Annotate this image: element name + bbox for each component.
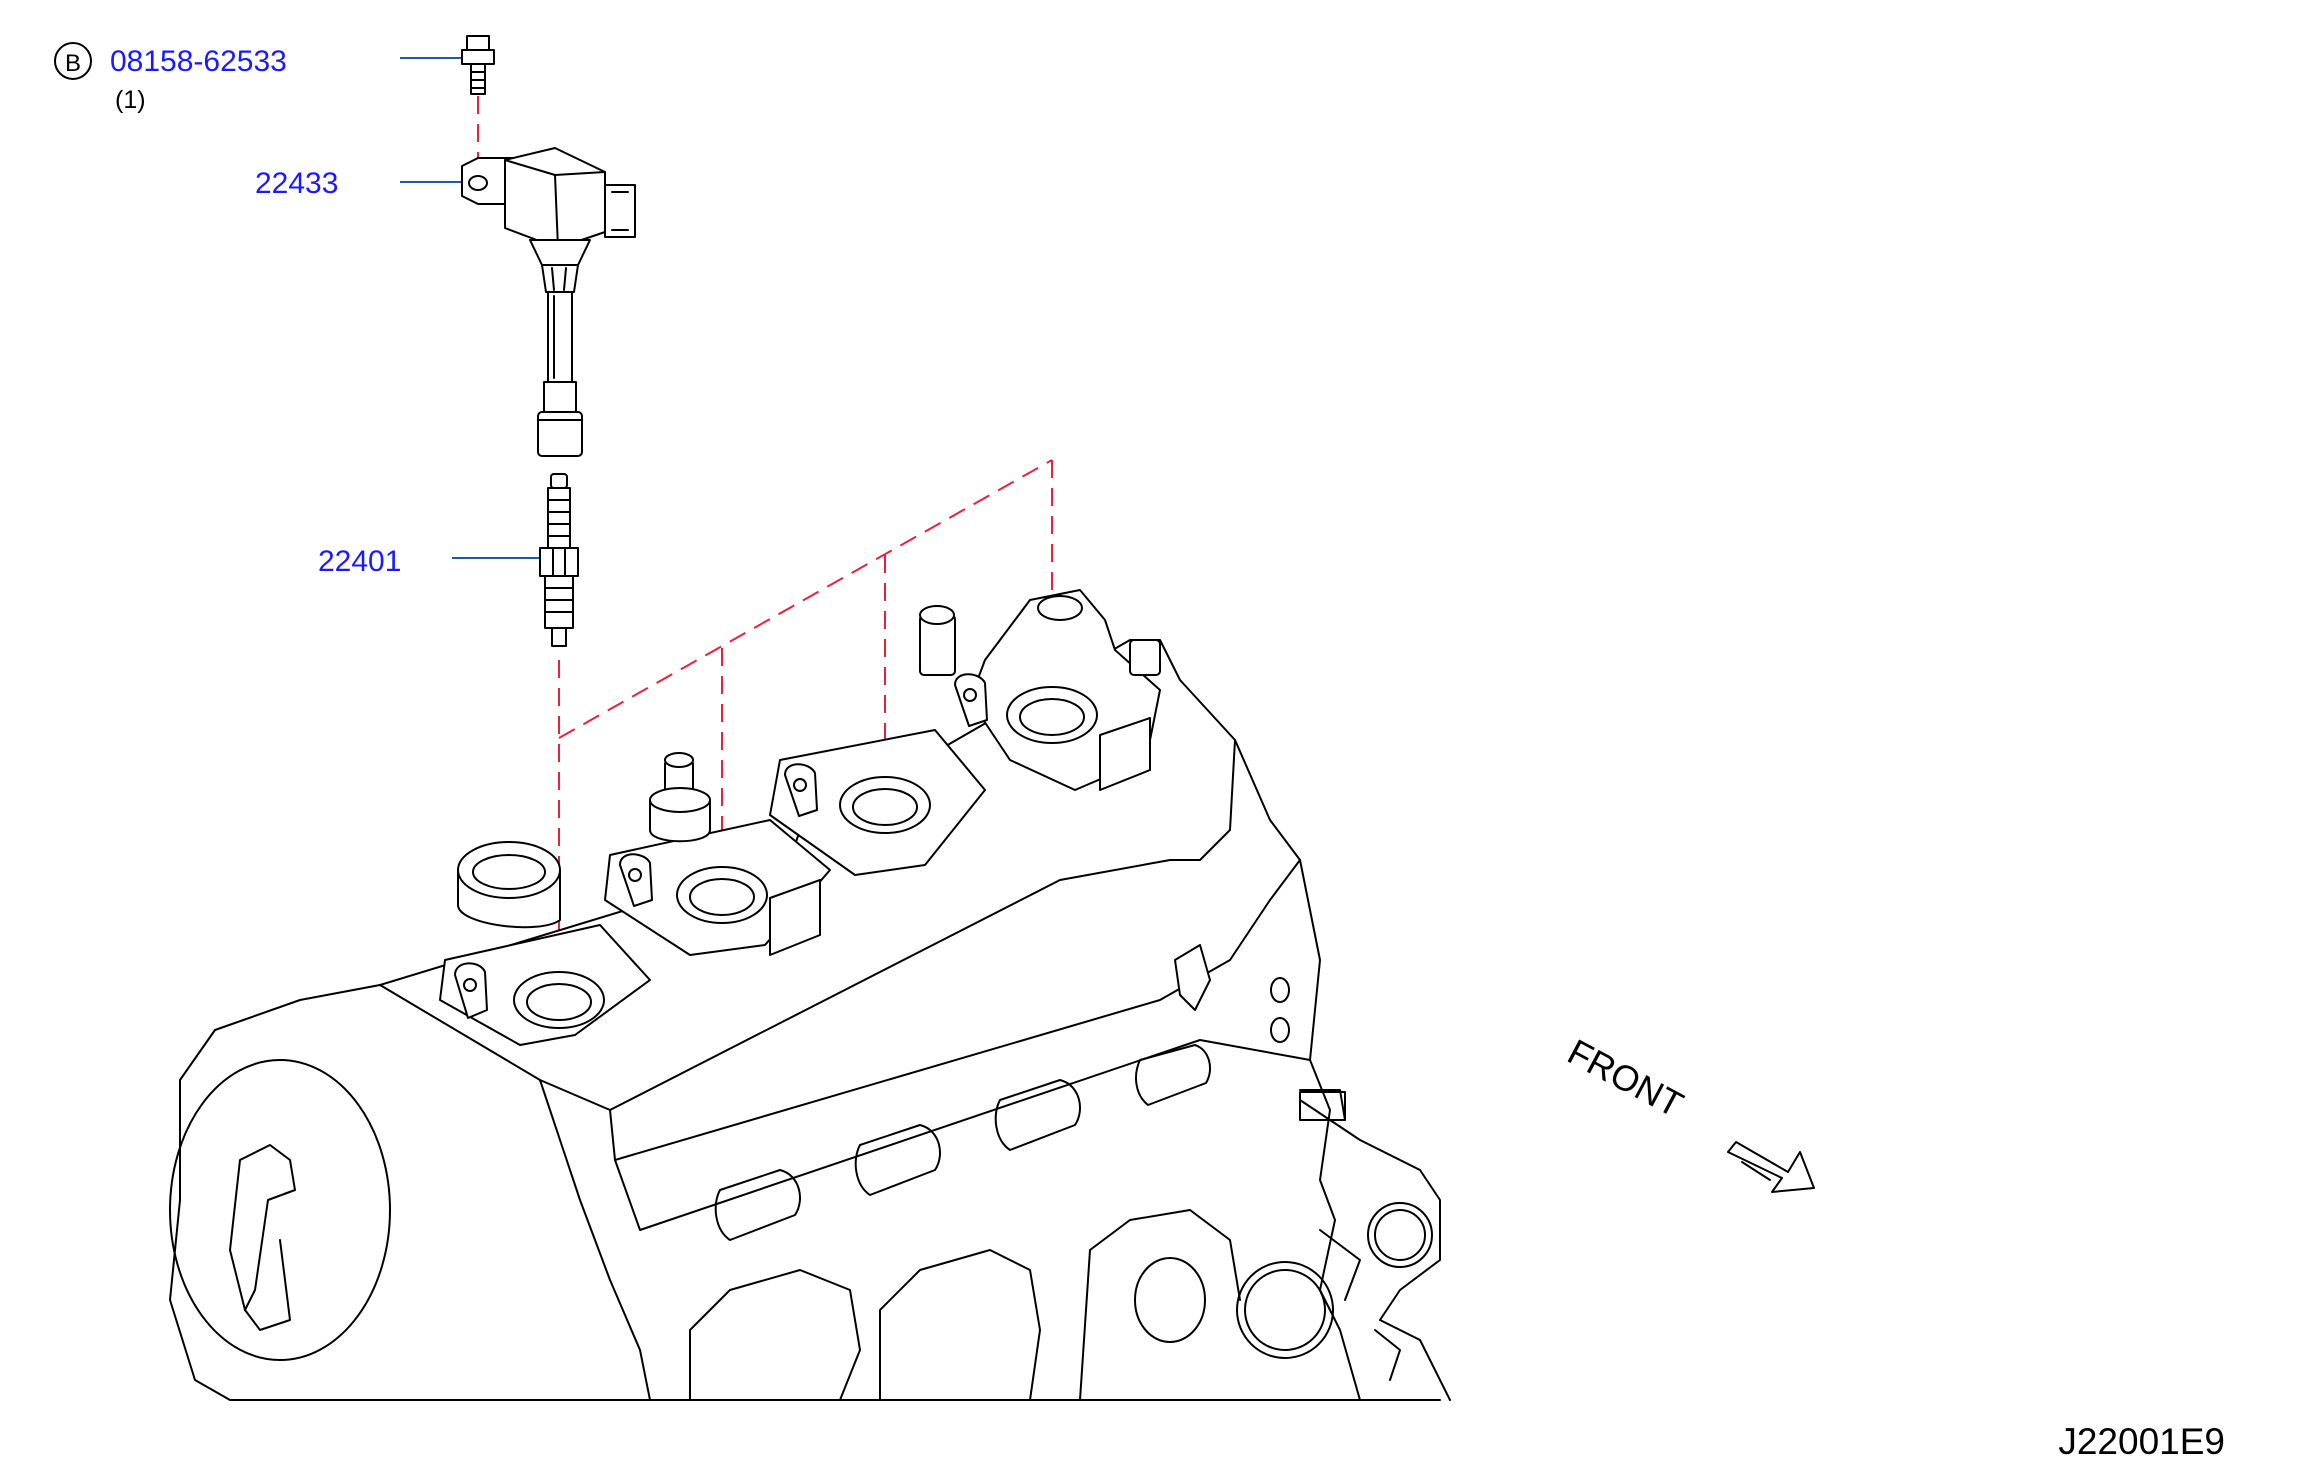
diagram-code: J22001E9: [2058, 1421, 2225, 1462]
bolt-quantity: (1): [115, 86, 146, 114]
ignition-coil-icon: [461, 147, 636, 457]
front-arrow-icon: [1727, 1141, 1815, 1193]
spark-plug-callout[interactable]: 22401: [318, 545, 401, 578]
bolt-icon: [461, 35, 495, 95]
ignition-coil-callout[interactable]: 22433: [255, 167, 338, 200]
badge-circle: [54, 42, 92, 80]
spark-plug-part-number[interactable]: 22401: [318, 545, 401, 578]
ignition-coil-part-number[interactable]: 22433: [255, 167, 338, 200]
bolt-badge: B: [65, 50, 81, 77]
bolt-callout[interactable]: B 08158-62533 (1): [54, 42, 287, 114]
engine-head-icon: [169, 589, 1451, 1401]
spark-plug-icon: [539, 473, 579, 647]
front-label: FRONT: [1561, 1031, 1690, 1125]
bolt-part-number[interactable]: 08158-62533: [110, 45, 287, 78]
